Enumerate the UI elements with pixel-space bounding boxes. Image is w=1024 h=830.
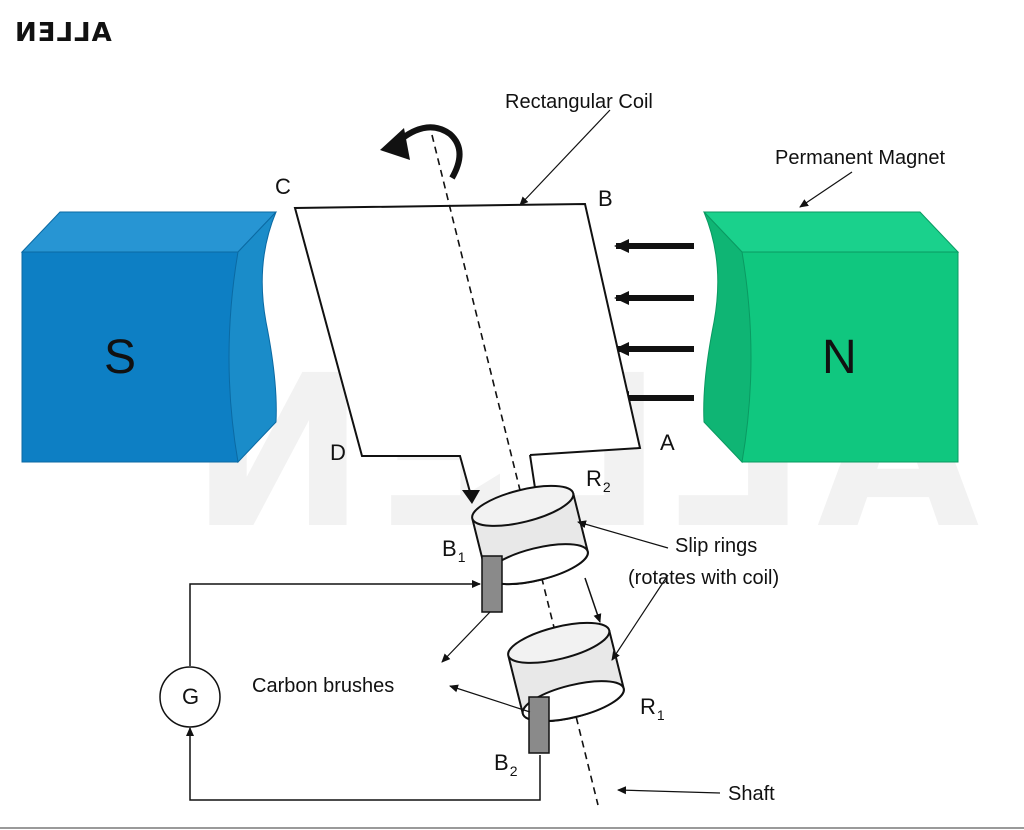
pole-n-label: N <box>822 331 857 384</box>
brush-label-b2-letter: B <box>494 750 509 775</box>
carbon-brush-b2 <box>528 696 550 754</box>
pointer-carbon-brush-b2 <box>449 684 531 713</box>
label-carbon-brushes: Carbon brushes <box>252 675 395 697</box>
label-slip-rings: Slip rings <box>675 535 758 557</box>
magnet-s <box>20 211 278 464</box>
magnet-n-curved-face <box>703 211 752 464</box>
pointer-slip-ring-upper <box>577 520 669 549</box>
brush-label-b2-sub: 2 <box>509 763 518 779</box>
corner-label-a: A <box>660 430 675 455</box>
slip-ring-label-r2-sub: 2 <box>602 479 611 495</box>
circuit-wire-top <box>189 580 481 666</box>
carbon-brush-b1 <box>481 555 503 613</box>
brush-label-b2: B2 <box>494 750 517 779</box>
coil-lead-to-r2 <box>529 454 536 489</box>
brush-label-b1-sub: 1 <box>457 549 466 565</box>
slip-ring-label-r2: R2 <box>586 466 611 495</box>
magnet-s-top <box>20 211 278 253</box>
pointer-shaft <box>617 786 721 795</box>
corner-label-b: B <box>598 186 613 211</box>
ring-connector <box>584 577 602 623</box>
label-permanent-magnet: Permanent Magnet <box>775 147 946 169</box>
brush-label-b1-letter: B <box>442 536 457 561</box>
slip-ring-r1 <box>507 621 625 723</box>
magnet-n-top <box>702 211 960 253</box>
slip-ring-label-r1-letter: R <box>640 694 656 719</box>
galvanometer-label: G <box>182 684 200 709</box>
pointer-carbon-brush-b1 <box>441 611 491 663</box>
rectangular-coil <box>293 202 642 493</box>
label-slip-rings-note: (rotates with coil) <box>628 567 780 589</box>
pole-s-label: S <box>104 331 137 384</box>
brand-logo: ALLEN <box>14 18 112 48</box>
circuit-wire-bottom <box>186 727 541 801</box>
label-rectangular-coil: Rectangular Coil <box>505 91 653 113</box>
galvanometer <box>159 666 221 728</box>
slip-ring-label-r1: R1 <box>640 694 665 723</box>
coil-lead-arrowhead-icon <box>462 490 480 504</box>
rotation-arrowhead-icon <box>380 128 410 160</box>
pointer-rectangular-coil <box>519 109 611 206</box>
label-shaft: Shaft <box>728 783 775 805</box>
slip-ring-label-r1-sub: 1 <box>656 707 665 723</box>
slip-ring-label-r2-letter: R <box>586 466 602 491</box>
magnet-s-curved-face <box>228 211 277 464</box>
corner-label-c: C <box>275 174 291 199</box>
pointer-permanent-magnet <box>799 171 853 208</box>
corner-label-d: D <box>330 440 346 465</box>
rotation-arrow-icon <box>398 124 463 180</box>
magnet-n <box>702 211 960 464</box>
slip-ring-r2 <box>471 484 589 586</box>
pointer-slip-ring-lower <box>611 574 669 661</box>
brush-label-b1: B1 <box>442 536 465 565</box>
field-arrows <box>614 239 694 405</box>
